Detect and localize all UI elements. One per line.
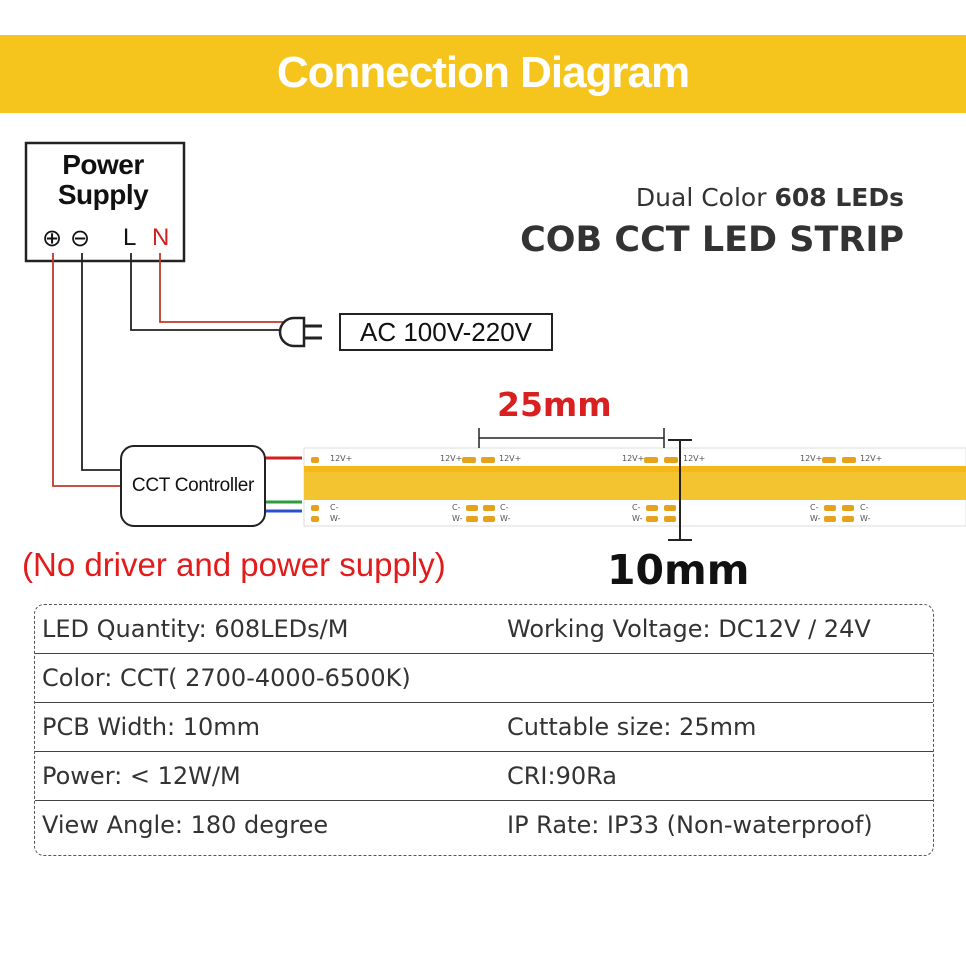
strip-cold-label: C- — [860, 503, 869, 512]
spec-ip-rate: IP Rate: IP33 (Non-waterproof) — [507, 811, 873, 839]
width-label: 10mm — [607, 546, 750, 594]
spec-row: View Angle: 180 degree IP Rate: IP33 (No… — [35, 801, 933, 850]
neutral-terminal-label: N — [152, 224, 170, 251]
spec-view-angle: View Angle: 180 degree — [42, 811, 329, 839]
strip-cold-label: C- — [452, 503, 461, 512]
strip-plus-label: 12V+ — [800, 454, 823, 463]
strip-subtitle: Dual Color 608 LEDs — [636, 183, 904, 212]
title-banner: Connection Diagram — [0, 35, 966, 113]
strip-warm-label: W- — [810, 514, 821, 523]
strip-led-count: 608 LEDs — [774, 183, 904, 212]
page-title: Connection Diagram — [276, 48, 690, 97]
spec-power: Power: < 12W/M — [42, 762, 241, 790]
spec-row: PCB Width: 10mm Cuttable size: 25mm — [35, 703, 933, 752]
spec-row: Power: < 12W/M CRI:90Ra — [35, 752, 933, 801]
strip-cold-label: C- — [810, 503, 819, 512]
ac-input-label: AC 100V-220V — [339, 313, 553, 351]
spec-cri: CRI:90Ra — [507, 762, 617, 790]
plug-icon — [278, 316, 322, 348]
cut-length-label: 25mm — [497, 385, 612, 424]
wire-ps-live — [130, 253, 292, 331]
positive-terminal-icon: ⊕ — [42, 225, 63, 252]
cct-controller: CCT Controller — [120, 445, 266, 527]
strip-plus-label: 12V+ — [440, 454, 463, 463]
spec-cuttable-size: Cuttable size: 25mm — [507, 713, 757, 741]
strip-plus-label: 12V+ — [860, 454, 883, 463]
spec-row: Color: CCT( 2700-4000-6500K) — [35, 654, 933, 703]
strip-title: COB CCT LED STRIP — [520, 220, 904, 260]
strip-warm-label: W- — [500, 514, 511, 523]
cut-length-dimension — [478, 428, 665, 448]
strip-subtitle-prefix: Dual Color — [635, 183, 767, 212]
spec-led-quantity: LED Quantity: 608LEDs/M — [42, 615, 349, 643]
spec-row: LED Quantity: 608LEDs/M Working Voltage:… — [35, 605, 933, 654]
no-driver-note: (No driver and power supply) — [22, 546, 446, 583]
power-supply-label: Power Supply — [57, 149, 149, 210]
strip-warm-label: W- — [452, 514, 463, 523]
spec-color: Color: CCT( 2700-4000-6500K) — [42, 664, 411, 692]
strip-plus-label: 12V+ — [622, 454, 645, 463]
strip-plus-label: 12V+ — [683, 454, 706, 463]
strip-warm-label: W- — [632, 514, 643, 523]
negative-terminal-icon: ⊖ — [70, 225, 91, 252]
strip-cold-label: C- — [330, 503, 339, 512]
strip-warm-label: W- — [330, 514, 341, 523]
strip-cold-label: C- — [632, 503, 641, 512]
power-supply-box — [24, 141, 186, 263]
width-dimension — [668, 439, 692, 541]
live-terminal-label: L — [123, 224, 137, 251]
strip-plus-label: 12V+ — [330, 454, 353, 463]
strip-warm-label: W- — [860, 514, 871, 523]
spec-pcb-width: PCB Width: 10mm — [42, 713, 261, 741]
wire-ps-negative — [81, 253, 120, 471]
strip-plus-label: 12V+ — [499, 454, 522, 463]
led-strip — [303, 447, 966, 527]
strip-cold-label: C- — [500, 503, 509, 512]
wire-ps-positive — [52, 253, 120, 487]
spec-working-voltage: Working Voltage: DC12V / 24V — [507, 615, 871, 643]
wire-ps-neutral — [159, 253, 292, 323]
specs-table: LED Quantity: 608LEDs/M Working Voltage:… — [34, 604, 934, 856]
